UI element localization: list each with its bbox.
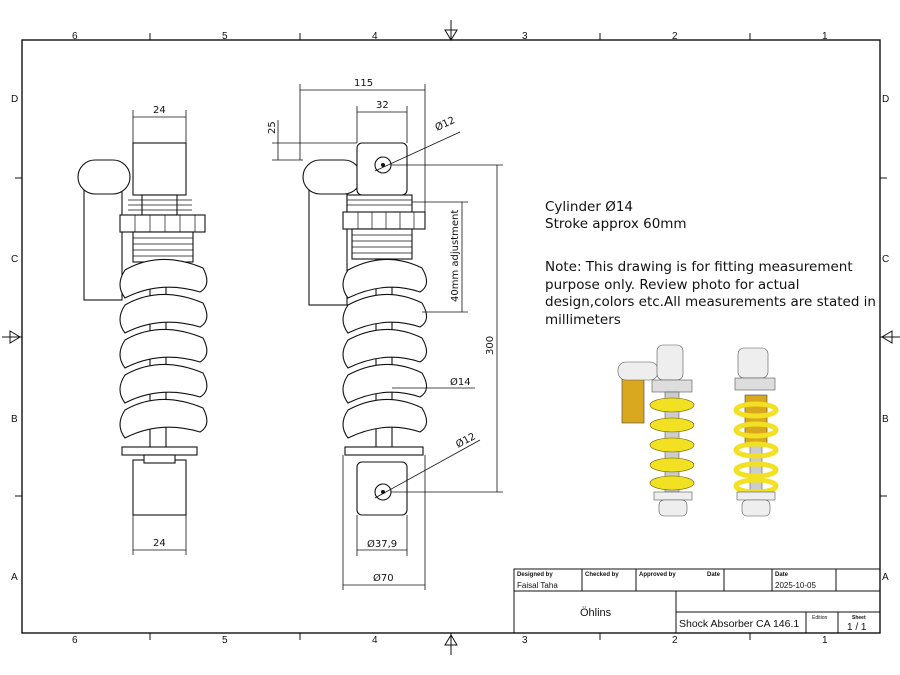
date-label: Date (775, 572, 789, 578)
drawing-title: Shock Absorber CA 146.1 (679, 618, 799, 630)
dim-overall-width: 115 (354, 78, 373, 89)
date-value: 2025-10-05 (775, 581, 816, 590)
dim-rod-dia: Ø14 (450, 376, 471, 388)
note-text: purpose only. Review photo for actual (545, 277, 799, 293)
zone-row-label: D (11, 94, 18, 105)
zone-row-label: C (882, 254, 889, 265)
designed-by-label: Designed by (517, 572, 553, 578)
dim-left-bottom: 24 (153, 538, 166, 549)
zone-row-label: B (11, 414, 18, 425)
zone-col-label: 4 (372, 635, 378, 646)
note-text: millimeters (545, 312, 621, 328)
zone-col-label: 3 (522, 635, 528, 646)
checked-by-label: Checked by (585, 572, 619, 578)
note-text: design,colors etc.All measurements are s… (545, 294, 876, 310)
zone-col-label: 3 (522, 31, 528, 42)
note-stroke: Stroke approx 60mm (545, 216, 687, 232)
zone-col-label: 2 (672, 635, 678, 646)
zone-row-label: A (882, 572, 889, 583)
dim-eye-offset: 25 (267, 121, 278, 134)
zone-col-label: 1 (822, 635, 828, 646)
shock-side-view (77, 142, 208, 516)
render-front (733, 347, 779, 517)
sheet-label: Sheet (852, 615, 866, 621)
shock-front-view (302, 142, 428, 516)
zone-col-label: 5 (222, 31, 228, 42)
approved-by-label: Approved by (639, 572, 676, 578)
zone-row-label: D (882, 94, 889, 105)
dim-eye-width: 32 (376, 100, 389, 111)
sheet-value: 1 / 1 (847, 622, 867, 633)
company-name: Öhlins (580, 607, 612, 619)
left-dimensions: 24 24 (132, 105, 187, 555)
zone-col-label: 4 (372, 31, 378, 42)
edition-label: Edition (812, 615, 828, 621)
dim-spring-dia: Ø70 (373, 572, 394, 584)
zone-col-label: 6 (72, 635, 78, 646)
zone-row-label: B (882, 414, 889, 425)
dim-length: 300 (485, 336, 496, 355)
note-cylinder: Cylinder Ø14 (545, 199, 633, 215)
zone-row-label: C (11, 254, 18, 265)
centering-marks (2, 20, 900, 655)
dim-adjustment: 40mm adjustment (450, 210, 461, 302)
zone-col-label: 2 (672, 31, 678, 42)
title-block (513, 568, 881, 634)
dim-body-dia: Ø37,9 (367, 538, 397, 550)
note-text: Note: This drawing is for fitting measur… (545, 259, 853, 275)
notes: Cylinder Ø14 Stroke approx 60mm Note: Th… (545, 199, 876, 328)
dim-left-top: 24 (153, 105, 166, 116)
approval-date-label: Date (707, 572, 721, 578)
zone-col-label: 6 (72, 31, 78, 42)
zone-col-label: 5 (222, 635, 228, 646)
zone-ticks (15, 33, 887, 640)
zone-col-label: 1 (822, 31, 828, 42)
dim-top-eye-dia: Ø12 (433, 114, 457, 134)
zone-labels: 6 5 4 3 2 1 6 5 4 3 2 1 D C B A D C B A (11, 31, 889, 646)
designed-by-value: Faisal Taha (517, 581, 558, 590)
render-side (617, 344, 695, 517)
zone-row-label: A (11, 572, 18, 583)
